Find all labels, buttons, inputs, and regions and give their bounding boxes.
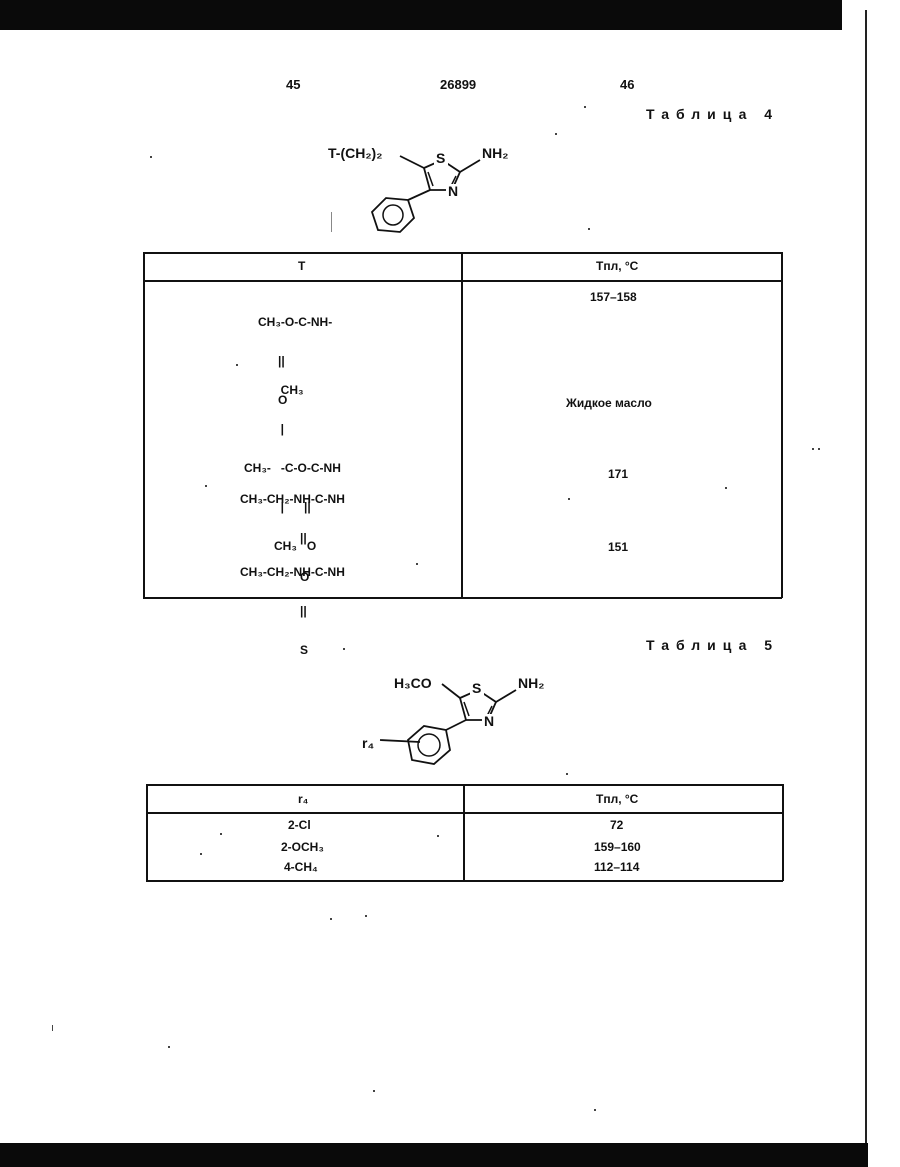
table4-border-left xyxy=(143,252,145,598)
table4-substituent-label: T-(CH₂)₂ xyxy=(328,145,382,161)
table4-border-bottom xyxy=(143,597,782,599)
table4-row3-mp: 171 xyxy=(608,467,628,481)
table5-border-top xyxy=(146,784,783,786)
scan-speck xyxy=(594,1109,596,1111)
table4-header-t: T xyxy=(298,259,305,273)
table4-sulfur-label: S xyxy=(436,150,445,166)
scan-speck xyxy=(236,364,238,366)
table5-header-r4: r₄ xyxy=(298,792,308,806)
page-number-right: 46 xyxy=(620,77,634,92)
table5-row3-mp: 112–114 xyxy=(594,860,639,874)
scan-speck xyxy=(220,833,222,835)
scan-right-edge xyxy=(865,10,867,1145)
scan-speck xyxy=(150,156,152,158)
scan-top-band xyxy=(0,0,842,30)
table4-row1-mp: 157–158 xyxy=(590,290,637,304)
scan-speck xyxy=(555,133,557,135)
table4-border-top xyxy=(143,252,782,254)
scan-speck xyxy=(52,1025,53,1031)
table5-border-bottom xyxy=(146,880,783,882)
scan-speck xyxy=(331,212,332,232)
table4-nitrogen-label: N xyxy=(448,183,458,199)
table4-caption: Таблица 4 xyxy=(646,106,779,122)
table5-header-mp: Tпл, °C xyxy=(596,792,638,806)
scan-bottom-band xyxy=(0,1143,868,1167)
scan-speck xyxy=(588,228,590,230)
table5-sulfur-label: S xyxy=(472,680,481,696)
scan-speck xyxy=(168,1046,170,1048)
table4-row4-mp: 151 xyxy=(608,540,628,554)
scan-speck xyxy=(812,448,814,450)
table4-column-divider xyxy=(461,252,463,598)
scan-speck xyxy=(416,563,418,565)
table5-row2-mp: 159–160 xyxy=(594,840,641,854)
table4-row2-mp: Жидкое масло xyxy=(566,396,652,410)
page-number-left: 45 xyxy=(286,77,300,92)
scan-speck xyxy=(584,106,586,108)
table4-header-rule xyxy=(143,280,782,282)
scan-speck xyxy=(205,485,207,487)
table5-nitrogen-label: N xyxy=(484,713,494,729)
table5-r4-label: r₄ xyxy=(362,735,374,751)
table5-row2-r4: 2-OCH₃ xyxy=(281,840,324,854)
scan-speck xyxy=(725,487,727,489)
table4-header-mp: Tпл, °C xyxy=(596,259,638,273)
scan-speck xyxy=(437,835,439,837)
table4-thiazole-structure: T-(CH₂)₂ S N NH₂ xyxy=(320,138,540,238)
scan-speck xyxy=(373,1090,375,1092)
table5-header-rule xyxy=(146,812,783,814)
table5-border-left xyxy=(146,784,148,881)
scan-speck xyxy=(818,448,820,450)
scan-speck xyxy=(343,648,345,650)
scan-speck xyxy=(568,498,570,500)
table4-amino-label: NH₂ xyxy=(482,145,508,161)
document-number: 26899 xyxy=(440,77,476,92)
table5-border-right xyxy=(782,784,784,881)
table5-caption: Таблица 5 xyxy=(646,637,779,653)
table4-row4-formula: CH₃-CH₂-NH-C-NH || S xyxy=(240,540,345,683)
table4-border-right xyxy=(781,252,783,598)
table5-thiazole-structure: H₃CO S N NH₂ r₄ xyxy=(356,668,576,778)
table5-substituent-label: H₃CO xyxy=(394,675,432,691)
scan-speck xyxy=(330,918,332,920)
scan-speck xyxy=(200,853,202,855)
table5-row3-r4: 4-CH₄ xyxy=(284,860,318,874)
scan-speck xyxy=(566,773,568,775)
table5-row1-r4: 2-Cl xyxy=(288,818,311,832)
table5-column-divider xyxy=(463,784,465,881)
table5-row1-mp: 72 xyxy=(610,818,623,832)
scan-speck xyxy=(365,915,367,917)
table5-amino-label: NH₂ xyxy=(518,675,544,691)
